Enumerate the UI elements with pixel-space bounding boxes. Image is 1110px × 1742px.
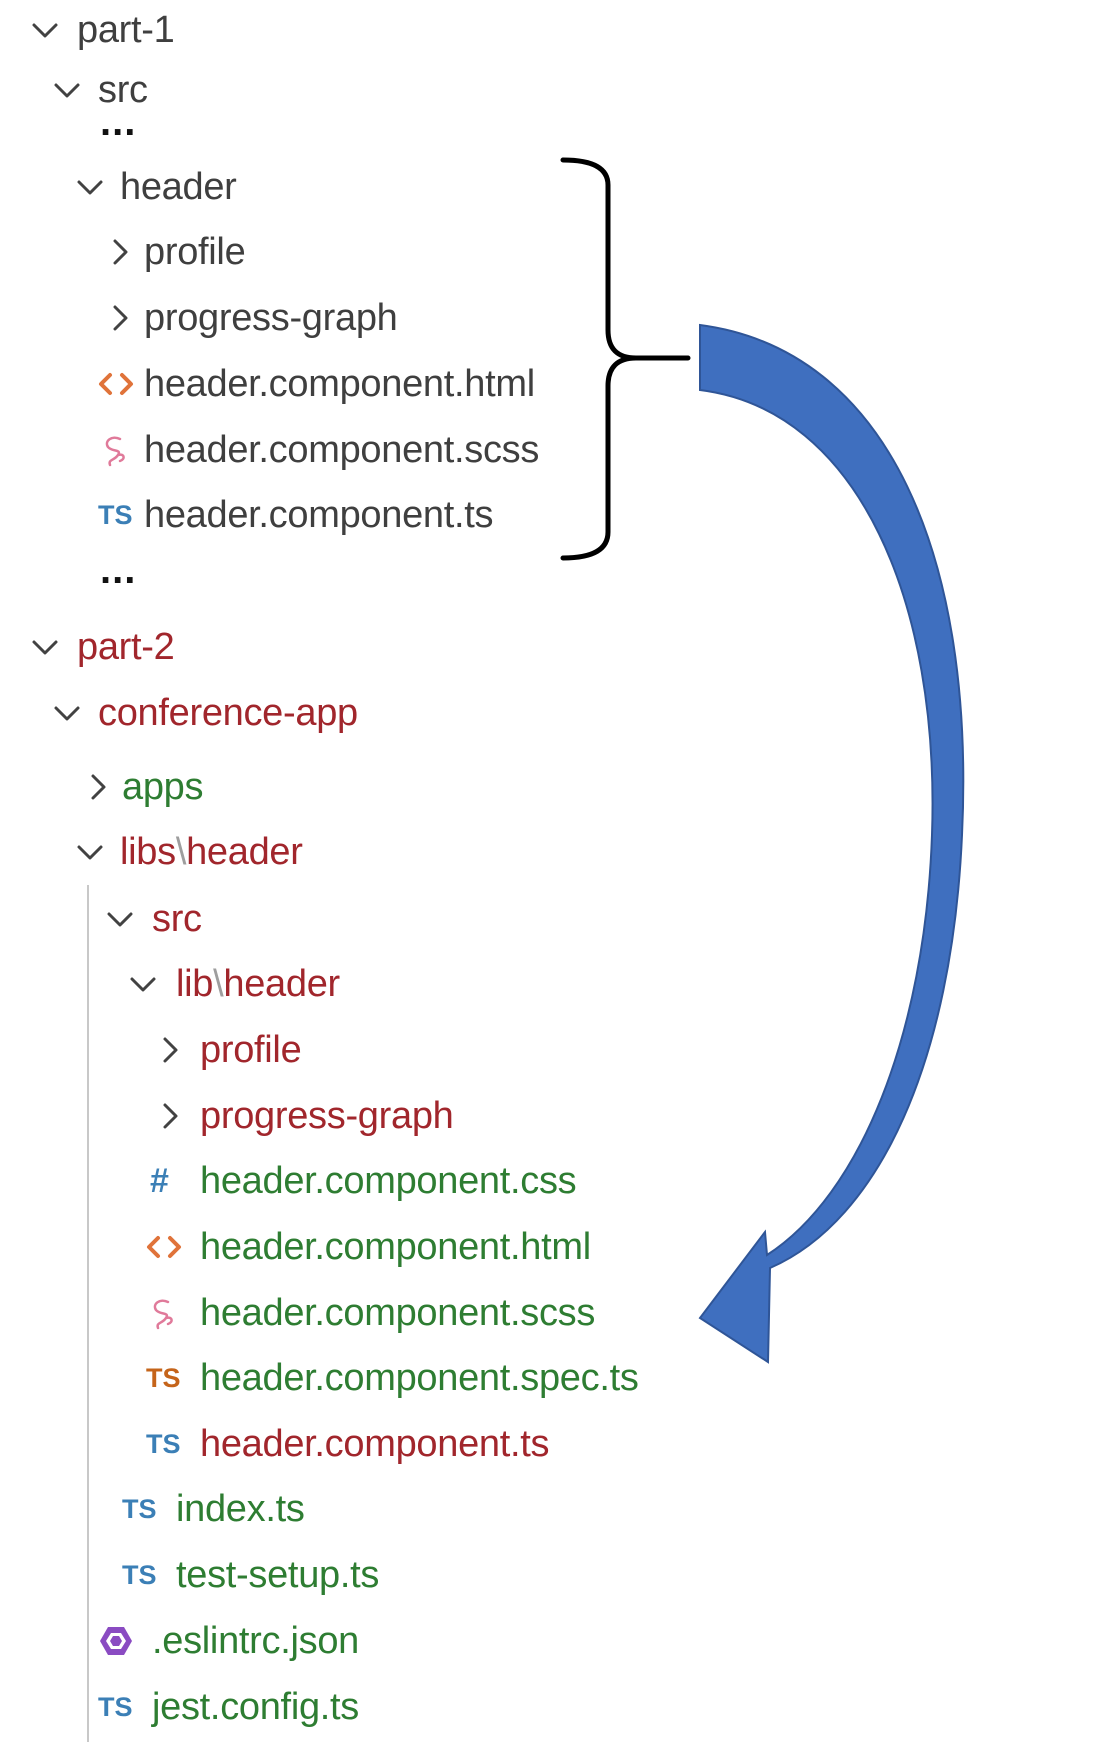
tree-item-part-2[interactable]: part-2 xyxy=(0,617,600,677)
chevron-down-icon xyxy=(77,180,103,195)
chevron-down-icon xyxy=(54,706,80,721)
path-segment: lib xyxy=(176,963,214,1005)
tree-item-part-1[interactable]: part-1 xyxy=(0,0,600,60)
path-segment: header xyxy=(186,831,303,873)
ts-icon: TS xyxy=(146,1428,181,1459)
tree-item-header[interactable]: header xyxy=(0,157,600,217)
file-label: header.component.scss xyxy=(200,1292,596,1334)
html-icon xyxy=(147,1236,181,1258)
chevron-right-icon xyxy=(113,239,128,265)
chevron-right-icon xyxy=(91,774,106,800)
tree-item-src[interactable]: src xyxy=(0,889,600,949)
file-label: header.component.html xyxy=(144,363,535,405)
chevron-right-icon xyxy=(163,1037,178,1063)
tree-item-index-file[interactable]: TS index.ts xyxy=(0,1479,600,1539)
tree-item-eslint-file[interactable]: .eslintrc.json xyxy=(0,1611,600,1671)
folder-label: profile xyxy=(200,1029,302,1071)
file-label: index.ts xyxy=(176,1488,305,1530)
file-label: header.component.ts xyxy=(200,1423,550,1465)
folder-label: part-2 xyxy=(77,626,175,668)
file-label: test-setup.ts xyxy=(176,1554,380,1596)
file-label: .eslintrc.json xyxy=(152,1620,359,1662)
ts-icon: TS xyxy=(122,1559,157,1590)
tree-item-scss-file[interactable]: header.component.scss xyxy=(0,1283,650,1343)
file-label: header.component.ts xyxy=(144,494,494,536)
tree-item-apps[interactable]: apps xyxy=(0,757,600,817)
migration-arrow xyxy=(698,323,965,1364)
html-icon xyxy=(99,373,133,395)
folder-label: profile xyxy=(144,231,246,273)
ts-icon: TS xyxy=(98,499,133,530)
tree-item-jest-file[interactable]: TS jest.config.ts xyxy=(0,1677,600,1737)
tree-item-progress-graph[interactable]: progress-graph xyxy=(0,1086,600,1146)
chevron-down-icon xyxy=(77,845,103,860)
file-label: header.component.spec.ts xyxy=(200,1357,639,1399)
folder-label: part-1 xyxy=(77,9,175,51)
tree-item-html-file[interactable]: header.component.html xyxy=(0,354,600,414)
folder-label: src xyxy=(152,898,202,940)
chevron-down-icon xyxy=(107,912,133,927)
tree-item-html-file[interactable]: header.component.html xyxy=(0,1217,650,1277)
tree-item-progress-graph[interactable]: progress-graph xyxy=(0,288,600,348)
curly-brace xyxy=(560,157,691,561)
sass-icon xyxy=(153,1299,173,1330)
tree-item-ts-file[interactable]: TS header.component.ts xyxy=(0,1414,650,1474)
path-segment: libs xyxy=(120,831,176,873)
tree-item-spec-file[interactable]: TS header.component.spec.ts xyxy=(0,1348,680,1408)
folder-label: libs\header xyxy=(120,822,303,882)
tree-item-libs-header[interactable]: libs\header xyxy=(0,822,600,882)
tree-item-ts-file[interactable]: TS header.component.ts xyxy=(0,485,600,545)
chevron-down-icon xyxy=(54,83,80,98)
chevron-down-icon xyxy=(130,977,156,992)
tree-item-conference-app[interactable]: conference-app xyxy=(0,683,600,743)
tree-item-scss-file[interactable]: header.component.scss xyxy=(0,420,600,480)
folder-label: progress-graph xyxy=(200,1095,454,1137)
chevron-down-icon xyxy=(32,23,58,38)
ts-spec-icon: TS xyxy=(146,1362,181,1393)
folder-label: conference-app xyxy=(98,692,358,734)
ts-icon: TS xyxy=(122,1493,157,1524)
folder-label: apps xyxy=(122,766,204,808)
folder-label: header xyxy=(120,166,237,208)
path-separator: \ xyxy=(175,831,187,873)
chevron-right-icon xyxy=(113,305,128,331)
folder-label: lib\header xyxy=(176,954,340,1014)
file-label: jest.config.ts xyxy=(152,1686,360,1728)
tree-item-css-file[interactable]: # header.component.css xyxy=(0,1151,600,1211)
chevron-right-icon xyxy=(163,1103,178,1129)
folder-label: progress-graph xyxy=(144,297,398,339)
tree-item-test-setup-file[interactable]: TS test-setup.ts xyxy=(0,1545,600,1605)
path-segment: header xyxy=(223,963,340,1005)
indent-guide xyxy=(87,885,89,1742)
ts-icon: TS xyxy=(98,1691,133,1722)
path-separator: \ xyxy=(213,963,224,1005)
folder-label: src xyxy=(98,69,148,111)
chevron-down-icon xyxy=(32,640,58,655)
css-icon: # xyxy=(150,1161,169,1200)
file-label: header.component.css xyxy=(200,1160,577,1202)
tree-item-profile[interactable]: profile xyxy=(0,1020,600,1080)
file-label: header.component.scss xyxy=(144,429,540,471)
tree-item-src[interactable]: src xyxy=(0,60,600,120)
tree-item-lib-header[interactable]: lib\header xyxy=(0,954,600,1014)
eslint-icon xyxy=(100,1627,132,1655)
sass-icon xyxy=(105,436,125,467)
tree-item-profile[interactable]: profile xyxy=(0,222,600,282)
file-label: header.component.html xyxy=(200,1226,591,1268)
